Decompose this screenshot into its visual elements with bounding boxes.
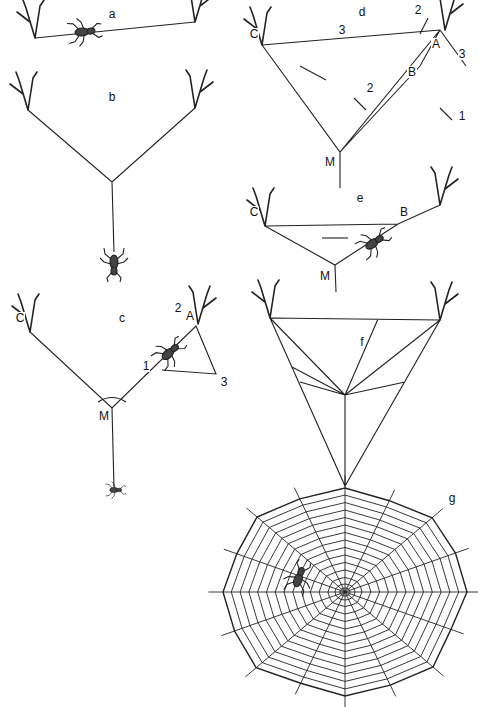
point-letter: c: [118, 312, 126, 324]
silk-threads: [10, 0, 466, 498]
point-letter: B: [407, 66, 417, 78]
point-letter: C: [249, 28, 260, 40]
point-letter: g: [448, 492, 457, 504]
callout-number: 3: [458, 48, 467, 60]
callout-number: 3: [338, 24, 347, 36]
callout-number: 2: [414, 4, 423, 16]
callout-number: 1: [142, 360, 151, 372]
point-letter: e: [356, 192, 365, 204]
point-letter: A: [431, 38, 441, 50]
point-letter: M: [319, 270, 331, 282]
point-letter: C: [15, 312, 26, 324]
callout-number: 2: [366, 82, 375, 94]
point-letter: B: [399, 206, 409, 218]
point-letter: C: [249, 206, 260, 218]
point-letter: a: [108, 8, 117, 20]
point-letter: M: [324, 156, 336, 168]
point-letter: M: [98, 410, 110, 422]
point-letter: f: [359, 336, 364, 348]
callout-number: 3: [220, 376, 229, 388]
orb-web: [208, 476, 478, 707]
point-letter: d: [358, 6, 367, 18]
callout-number: 1: [458, 110, 467, 122]
point-letter: b: [108, 91, 117, 103]
point-letter: A: [185, 310, 195, 322]
callout-number: 2: [174, 302, 183, 314]
